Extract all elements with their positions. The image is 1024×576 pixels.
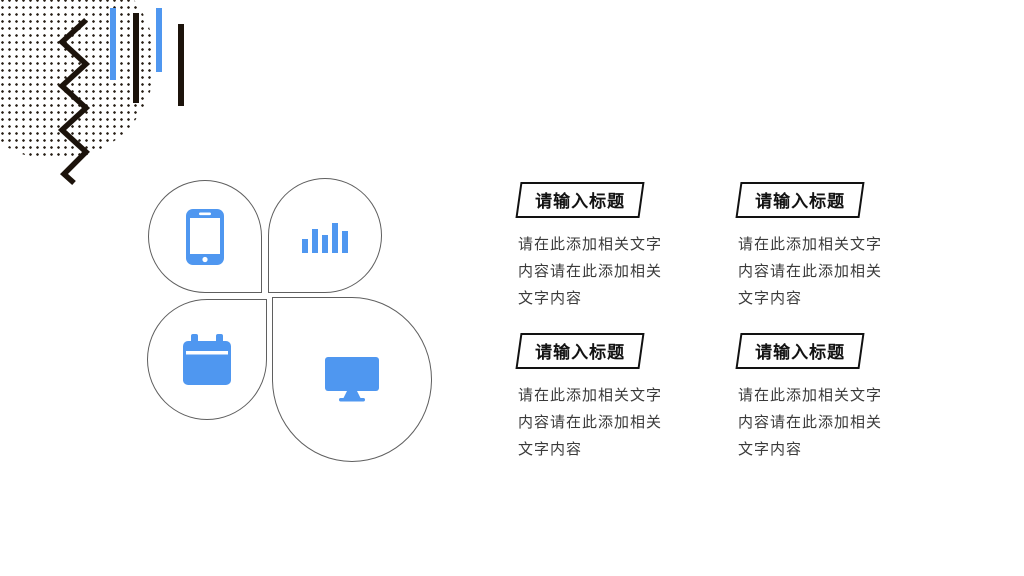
section-4-body: 请在此添加相关文字 内容请在此添加相关 文字内容 [738,382,948,463]
section-1-title-box: 请输入标题 [515,182,645,218]
section-4-title-box: 请输入标题 [735,333,865,369]
body-line: 内容请在此添加相关 [738,263,883,280]
section-3-body: 请在此添加相关文字 内容请在此添加相关 文字内容 [518,382,728,463]
petal-top-left [148,180,262,293]
body-line: 请在此添加相关文字 [738,236,883,253]
section-3: 请输入标题 请在此添加相关文字 内容请在此添加相关 文字内容 [515,333,728,463]
body-line: 文字内容 [738,290,803,307]
body-line: 文字内容 [518,290,583,307]
body-line: 请在此添加相关文字 [738,387,883,404]
section-2: 请输入标题 请在此添加相关文字 内容请在此添加相关 文字内容 [735,182,948,312]
petal-bottom-right [272,297,432,462]
smartphone-icon [186,208,224,265]
body-line: 文字内容 [518,441,583,458]
body-line: 文字内容 [738,441,803,458]
section-3-title: 请输入标题 [535,343,626,362]
body-line: 请在此添加相关文字 [518,387,663,404]
section-1: 请输入标题 请在此添加相关文字 内容请在此添加相关 文字内容 [515,182,728,312]
section-2-title-box: 请输入标题 [735,182,865,218]
body-line: 内容请在此添加相关 [738,414,883,431]
section-2-body: 请在此添加相关文字 内容请在此添加相关 文字内容 [738,231,948,312]
section-4-title: 请输入标题 [755,343,846,362]
vertical-bar-decoration [133,13,139,103]
body-line: 内容请在此添加相关 [518,414,663,431]
body-line: 内容请在此添加相关 [518,263,663,280]
petal-top-right [268,178,382,293]
section-2-title: 请输入标题 [755,192,846,211]
calendar-icon [183,333,231,385]
section-1-title: 请输入标题 [535,192,626,211]
vertical-bar-decoration [110,8,116,80]
section-1-body: 请在此添加相关文字 内容请在此添加相关 文字内容 [518,231,728,312]
bar-chart-icon [302,222,348,253]
vertical-bar-decoration [156,8,162,72]
section-4: 请输入标题 请在此添加相关文字 内容请在此添加相关 文字内容 [735,333,948,463]
petal-bottom-left [147,299,267,420]
section-3-title-box: 请输入标题 [515,333,645,369]
body-line: 请在此添加相关文字 [518,236,663,253]
monitor-icon [325,356,379,401]
zigzag-line-decoration [57,17,91,186]
vertical-bar-decoration [178,24,184,106]
